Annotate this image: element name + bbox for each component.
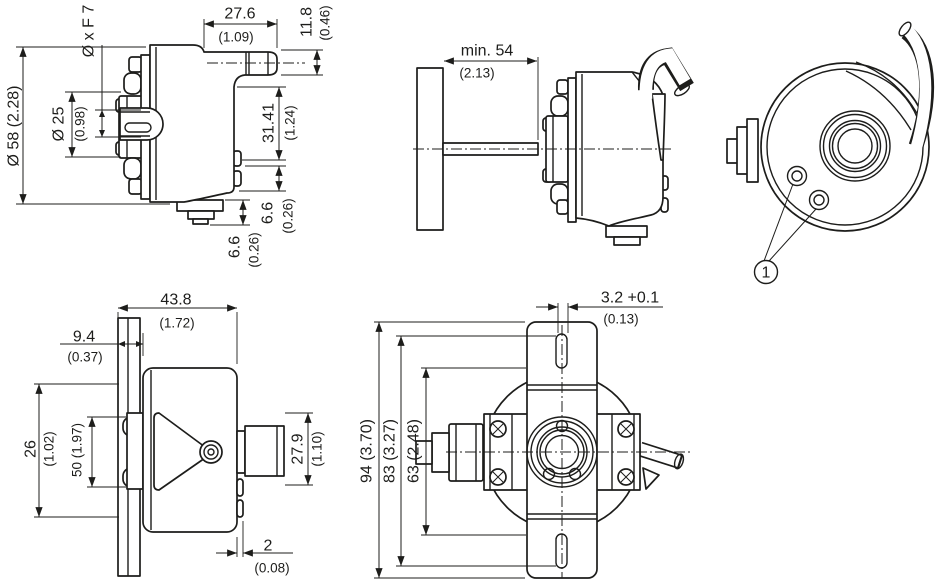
cable-inner <box>899 21 932 154</box>
callout-leader <box>768 208 817 262</box>
flange-edge-step <box>746 118 759 183</box>
connector-body <box>244 425 285 477</box>
dim-31-41-in: (1.24) <box>283 105 298 140</box>
dim-3-2-mm: 3.2 +0.1 <box>601 290 659 307</box>
screw <box>808 189 830 211</box>
flange-plate <box>567 77 577 223</box>
view-side-mounted: min. 54 (2.13) <box>413 43 694 246</box>
foot-step <box>192 218 209 225</box>
dim-27-9-mm: 27.9 <box>290 433 307 464</box>
callout-number: 1 <box>762 265 771 282</box>
dim-2-in: (0.08) <box>254 561 289 576</box>
hub-ring <box>828 119 882 173</box>
cable-end-cap <box>898 21 912 37</box>
screw-head <box>128 178 143 195</box>
dim-11-8-mm: 11.8 <box>299 7 316 37</box>
screw <box>786 165 808 187</box>
flange-tab <box>550 95 569 117</box>
center-screw <box>199 440 223 464</box>
dim-6-6-right-in: (0.26) <box>281 198 296 233</box>
dim-6-6-bottom-in: (0.26) <box>247 232 262 267</box>
connector-base <box>236 430 246 474</box>
dim-2-mm: 2 <box>264 538 273 555</box>
dim-43-8-mm: 43.8 <box>160 292 191 309</box>
dim-83-label: 83 (3.27) <box>382 419 399 483</box>
shaft-bore <box>837 128 873 164</box>
hub-ring <box>819 110 891 182</box>
phillips-screws <box>489 420 635 486</box>
dim-6-6-right-mm: 6.6 <box>260 202 277 224</box>
dim-27-6-mm: 27.6 <box>224 6 255 23</box>
dim-pilot-in: (0.98) <box>73 106 88 141</box>
housing-lug <box>236 499 244 518</box>
dim-63-label: 63 (2.48) <box>406 419 423 483</box>
dim-pilot-mm: Ø 25 <box>51 107 68 142</box>
clamp-screw <box>542 467 556 481</box>
foot-step <box>613 236 641 246</box>
dim-31-41-mm: 31.41 <box>261 103 278 143</box>
hub-ring <box>822 113 888 179</box>
callout-circle <box>753 259 779 285</box>
dim-94-label: 94 (3.70) <box>359 419 376 483</box>
encoder-body-outline <box>149 44 278 203</box>
cable-inner <box>639 48 691 100</box>
screw-head <box>556 79 569 95</box>
flange-tab <box>123 157 142 180</box>
dim-6-6-bottom-mm: 6.6 <box>227 236 244 258</box>
shaft-slot <box>124 122 152 133</box>
screw-head <box>556 199 569 215</box>
dim-11-8-in: (0.46) <box>318 5 333 40</box>
screw <box>813 194 825 206</box>
clamp-screw <box>568 467 582 481</box>
dim-9-4-in: (0.37) <box>67 350 102 365</box>
dim-body-dia: Ø 58 (2.28) <box>6 86 23 167</box>
cable-stub-inner <box>634 442 681 467</box>
dim-43-8-in: (1.72) <box>159 316 194 331</box>
cable-wedge <box>651 93 666 161</box>
clamp-ring <box>126 412 144 490</box>
dim-26-mm: 26 <box>23 440 40 458</box>
dim-9-4-mm: 9.4 <box>73 329 95 346</box>
housing-outline <box>760 62 930 232</box>
screw <box>791 170 803 182</box>
cable-end-cap <box>674 83 690 97</box>
dim-min54-in: (2.13) <box>459 66 494 81</box>
view-side-spring-plate: 43.8 (1.72) 9.4 (0.37) 26 (1.02) 50 (1.9… <box>23 292 325 577</box>
callout-leader <box>763 183 794 262</box>
dim-3-2-in: (0.13) <box>603 312 638 327</box>
center-screw <box>207 448 215 456</box>
foot-step <box>187 210 215 220</box>
dim-26-in: (1.02) <box>42 431 57 466</box>
cable-end-cap <box>673 453 685 470</box>
view-front: 3.2 +0.1 (0.13) 94 (3.70) 83 (3.27) 63 (… <box>359 290 690 579</box>
dim-27-6-in: (1.09) <box>218 30 253 45</box>
screw-head <box>128 56 143 73</box>
cable-gland-boss <box>845 70 912 131</box>
flange-tab <box>123 72 142 95</box>
center-screw <box>203 444 219 460</box>
dim-27-9-in: (1.10) <box>310 431 325 466</box>
dim-bore-label: Ø x F 7 <box>81 5 98 58</box>
dim-50-label: 50 (1.97) <box>70 423 85 477</box>
hub-ring <box>831 122 879 170</box>
cable-flag <box>642 467 660 490</box>
dim-min54-mm: min. 54 <box>461 43 514 60</box>
view-side-connector: 27.6 (1.09) 11.8 (0.46) Ø x F 7 Ø 25 (0.… <box>6 5 333 268</box>
housing-lug <box>236 478 244 497</box>
foot-step <box>605 225 648 238</box>
view-rear-cable: 1 <box>726 21 935 285</box>
